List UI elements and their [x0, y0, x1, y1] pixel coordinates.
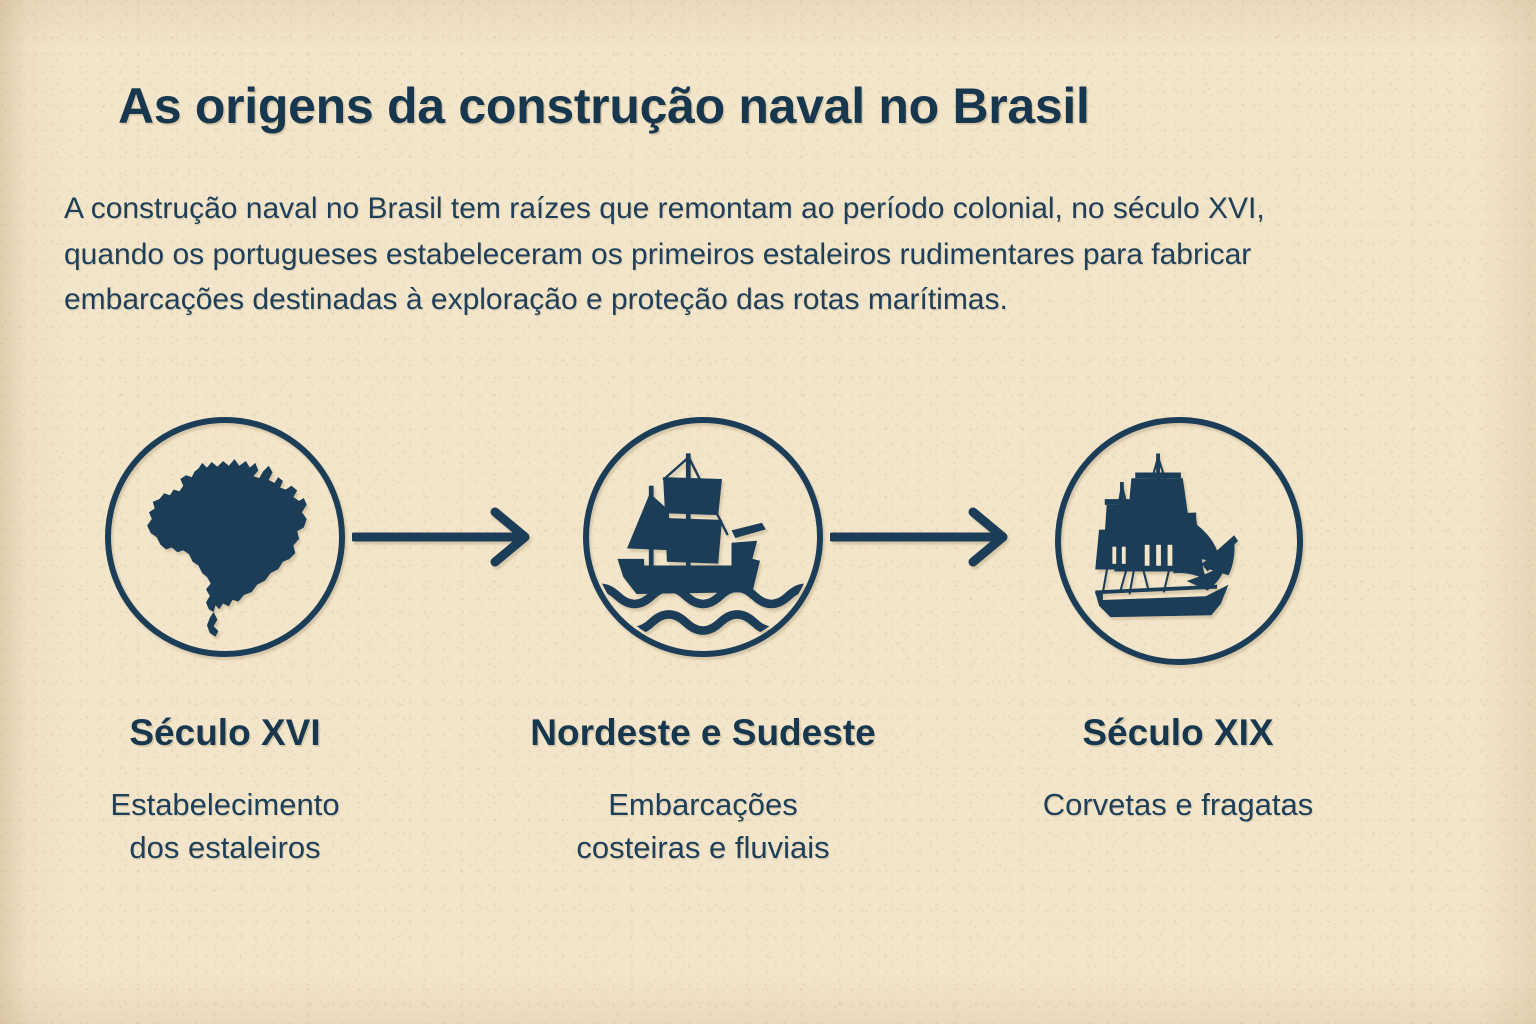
- step-1-description: Estabelecimento dos estaleiros: [25, 784, 425, 870]
- step-3-heading: Século XIX: [1082, 712, 1274, 753]
- step-2-heading: Nordeste e Sudeste: [530, 712, 876, 753]
- step-2-description-line: Embarcações: [608, 787, 798, 822]
- arrow-step2-to-step3: [830, 507, 1018, 567]
- step-3-description: Corvetas e fragatas: [958, 784, 1398, 827]
- step-1-description-line: dos estaleiros: [129, 829, 321, 865]
- step-2-icon-circle: [583, 417, 823, 657]
- caravel-ship-waves-icon: [591, 453, 815, 635]
- step-1-icon-circle: [105, 417, 345, 657]
- step-2-description: Embarcações costeiras e fluviais: [483, 784, 923, 870]
- arrow-step1-to-step2: [352, 507, 540, 567]
- step-2-description-line: costeiras e fluviais: [576, 829, 830, 865]
- page-title: As origens da construção naval no Brasil: [118, 78, 1090, 134]
- step-1-heading: Século XVI: [129, 712, 321, 753]
- intro-paragraph: A construção naval no Brasil tem raízes …: [64, 192, 1265, 317]
- step-3-icon-circle: [1055, 417, 1303, 665]
- brazil-map-icon: [147, 459, 307, 637]
- step-3-description-line: Corvetas e fragatas: [1042, 787, 1314, 822]
- step-1-description-line: Estabelecimento: [110, 787, 340, 822]
- frigate-tall-ship-icon: [1095, 453, 1238, 618]
